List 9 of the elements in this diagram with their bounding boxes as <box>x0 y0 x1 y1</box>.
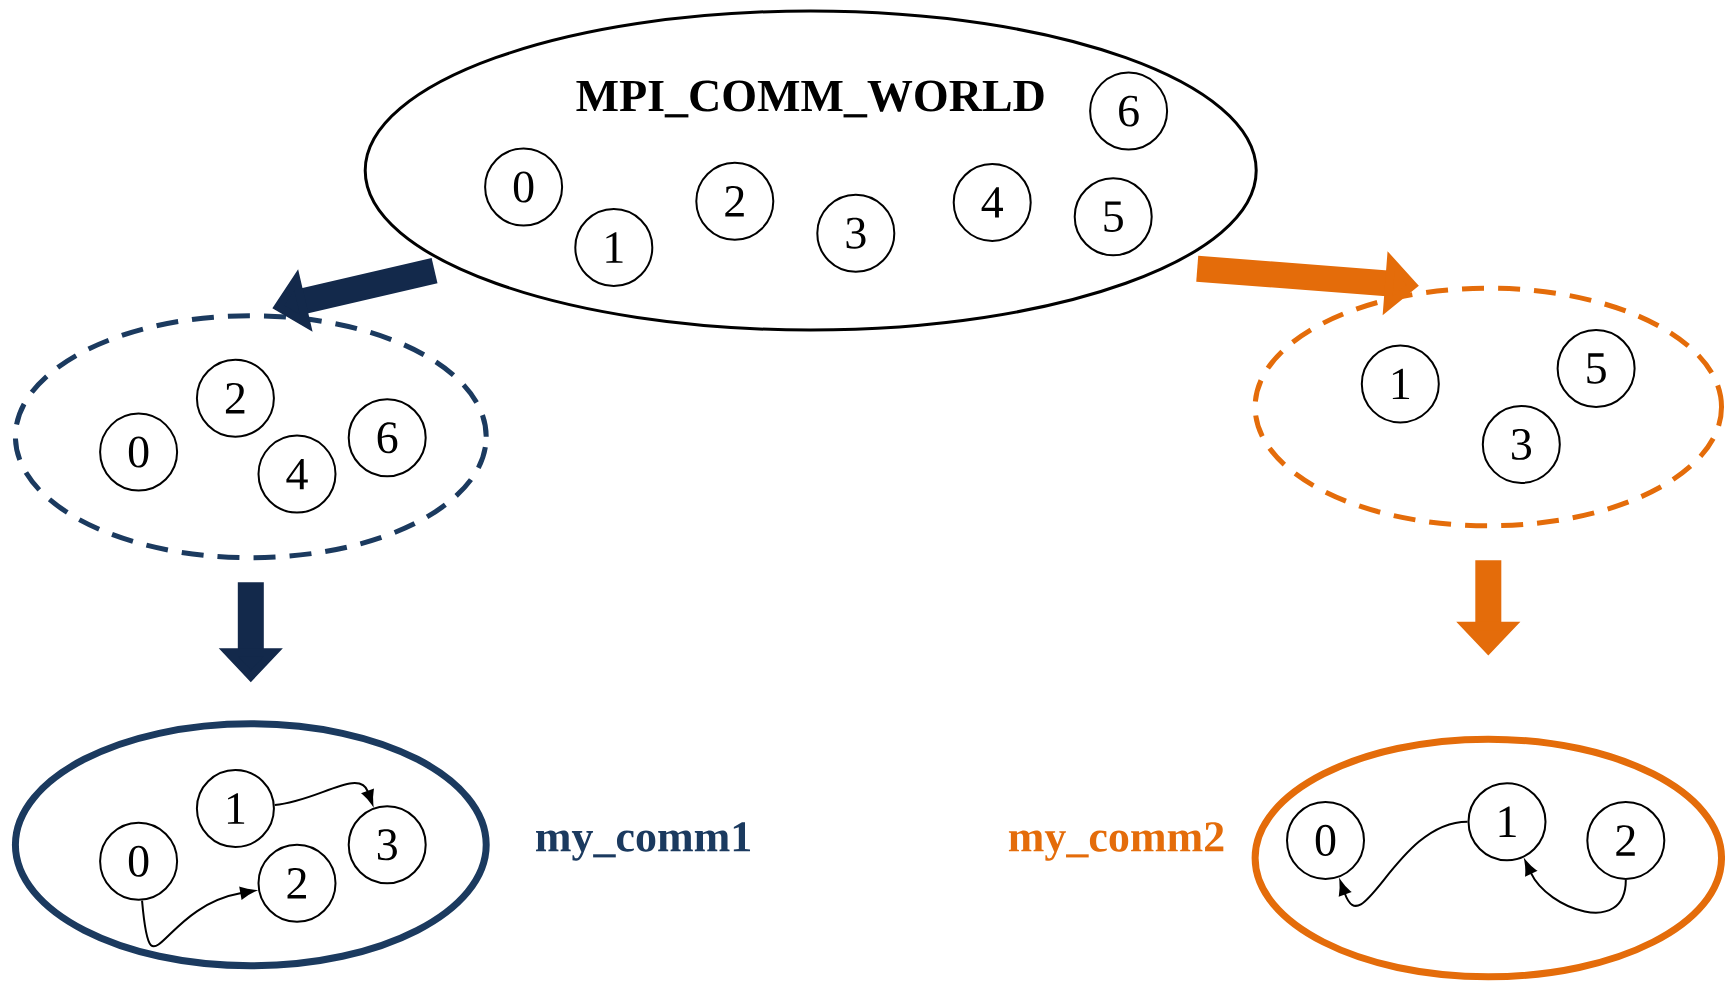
group-ellipse <box>1252 285 1724 529</box>
arrow <box>141 886 256 948</box>
arrow <box>1338 820 1469 907</box>
arrow <box>1524 860 1627 914</box>
communicator-label: my_comm1 <box>536 822 750 861</box>
group-ellipse <box>12 313 489 561</box>
communicator-label: my_comm2 <box>1008 822 1224 861</box>
title-text: MPI_COMM_WORLD <box>576 80 1044 118</box>
arrow <box>273 782 374 807</box>
